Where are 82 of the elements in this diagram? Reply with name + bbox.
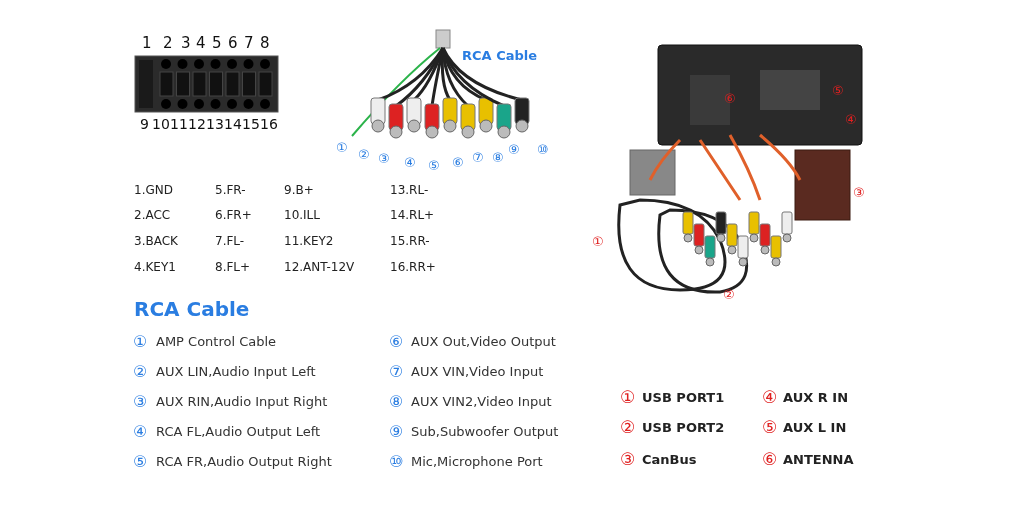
port-name: AUX L IN xyxy=(783,420,847,436)
pin-label: 3.BACK xyxy=(134,235,178,249)
callout-number: ② xyxy=(358,147,370,163)
pin-number: 14 xyxy=(224,115,242,133)
callout-number: ④ xyxy=(404,155,416,171)
port-description: RCA FL,Audio Output Left xyxy=(156,424,321,440)
pin-number: 10 xyxy=(152,115,170,133)
pin-label: 4.KEY1 xyxy=(134,261,176,275)
port-name: ANTENNA xyxy=(783,452,854,468)
pin-label: 8.FL+ xyxy=(215,261,251,275)
pin-label: 2.ACC xyxy=(134,209,171,223)
pin-number: 7 xyxy=(244,35,254,53)
pin-number: 12 xyxy=(188,115,206,133)
callout-number: ⑨ xyxy=(508,142,520,158)
callout-number: ⑥ xyxy=(452,155,464,171)
callout-number: ⑥ xyxy=(724,91,736,107)
pin-label: 7.FL- xyxy=(215,235,245,249)
callout-number: ⑤ xyxy=(133,452,148,472)
pin-number: 3 xyxy=(181,35,191,53)
pin-number: 5 xyxy=(212,35,222,53)
callout-number: ⑤ xyxy=(762,418,778,438)
port-description: RCA FR,Audio Output Right xyxy=(156,454,332,470)
pin-label: 12.ANT-12V xyxy=(284,261,355,275)
section-heading: RCA Cable xyxy=(134,297,250,321)
port-description: AUX Out,Video Output xyxy=(411,334,556,350)
callout-number: ① xyxy=(592,234,604,250)
pin-label: 11.KEY2 xyxy=(284,235,334,249)
callout-number: ⑥ xyxy=(389,332,404,352)
pin-number: 9 xyxy=(140,115,149,133)
pin-label: 16.RR+ xyxy=(390,261,436,275)
pin-label: 13.RL- xyxy=(390,184,429,198)
callout-number: ⑥ xyxy=(762,450,778,470)
pin-number: 13 xyxy=(206,115,224,133)
pin-label: 9.B+ xyxy=(284,184,314,198)
port-name: USB PORT1 xyxy=(642,390,725,406)
port-description: AUX VIN,Video Input xyxy=(411,364,544,380)
callout-number: ② xyxy=(620,418,636,438)
port-description: Mic,Microphone Port xyxy=(411,454,543,470)
callout-number: ④ xyxy=(845,112,857,128)
pin-label: 5.FR- xyxy=(215,184,246,198)
callout-number: ① xyxy=(336,140,348,156)
port-name: CanBus xyxy=(642,452,697,468)
callout-number: ③ xyxy=(620,450,636,470)
callout-number: ② xyxy=(133,362,148,382)
callout-number: ⑤ xyxy=(832,83,844,99)
callout-number: ⑦ xyxy=(472,150,484,166)
pin-label: 10.ILL xyxy=(284,209,320,223)
callout-number: ⑤ xyxy=(428,158,440,174)
port-name: USB PORT2 xyxy=(642,420,725,436)
pin-label: 6.FR+ xyxy=(215,209,252,223)
pin-label: 14.RL+ xyxy=(390,209,435,223)
callout-number: ⑩ xyxy=(537,142,549,158)
pin-number: 15 xyxy=(242,115,260,133)
callout-number: ② xyxy=(723,287,735,303)
pin-number: 4 xyxy=(196,35,206,53)
port-name: AUX R IN xyxy=(783,390,849,406)
pin-number: 1 xyxy=(142,35,152,53)
callout-number: ① xyxy=(133,332,148,352)
pin-number: 11 xyxy=(170,115,188,133)
port-description: AUX VIN2,Video Input xyxy=(411,394,552,410)
callout-number: ③ xyxy=(378,151,390,167)
pin-number: 6 xyxy=(228,35,238,53)
callout-number: ④ xyxy=(762,388,778,408)
pin-number: 2 xyxy=(163,35,173,53)
callout-number: ⑧ xyxy=(389,392,404,412)
pin-number: 16 xyxy=(260,115,278,133)
pin-label: 15.RR- xyxy=(390,235,430,249)
port-description: Sub,Subwoofer Output xyxy=(411,424,559,440)
callout-number: ⑩ xyxy=(389,452,404,472)
callout-number: ③ xyxy=(853,185,865,201)
callout-number: ⑨ xyxy=(389,422,404,442)
callout-number: ④ xyxy=(133,422,148,442)
pin-label: 1.GND xyxy=(134,184,173,198)
pin-number: 8 xyxy=(260,35,270,53)
callout-number: ⑧ xyxy=(492,150,504,166)
callout-number: ⑦ xyxy=(389,362,404,382)
cable-title: RCA Cable xyxy=(462,48,538,64)
callout-number: ③ xyxy=(133,392,148,412)
port-description: AUX LIN,Audio Input Left xyxy=(156,364,316,380)
port-description: AUX RIN,Audio Input Right xyxy=(156,394,328,410)
callout-number: ① xyxy=(620,388,636,408)
port-description: AMP Control Cable xyxy=(156,334,277,350)
